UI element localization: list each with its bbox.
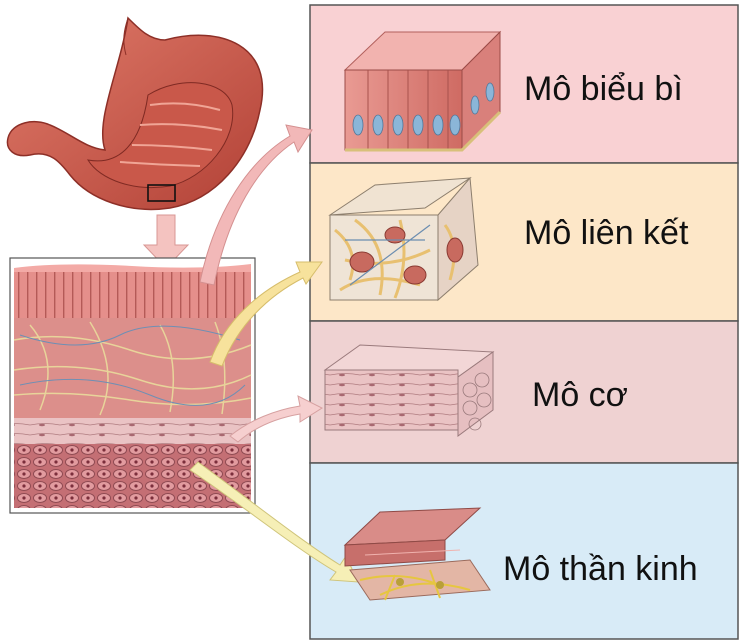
arrow-to-muscle [229,395,324,443]
stomach-illustration [6,16,264,211]
connector-arrows [189,124,359,583]
stomach-wall-cross-section [9,257,256,514]
arrow-to-nervous [189,461,359,583]
label-muscle-tissue: Mô cơ [532,376,628,414]
arrow-to-epithelial [199,124,313,286]
arrow-to-connective [209,261,323,367]
muscle-tissue-illustration [323,344,495,437]
epithelial-tissue-illustration [343,30,502,152]
connective-tissue-illustration [328,176,479,302]
label-nervous-tissue: Mô thần kinh [503,550,698,588]
label-epithelial-tissue: Mô biểu bì [524,70,683,108]
nervous-tissue-illustration [343,507,491,601]
label-connective-tissue: Mô liên kết [524,214,689,252]
zoom-arrow [142,214,190,269]
selection-box [147,184,176,202]
